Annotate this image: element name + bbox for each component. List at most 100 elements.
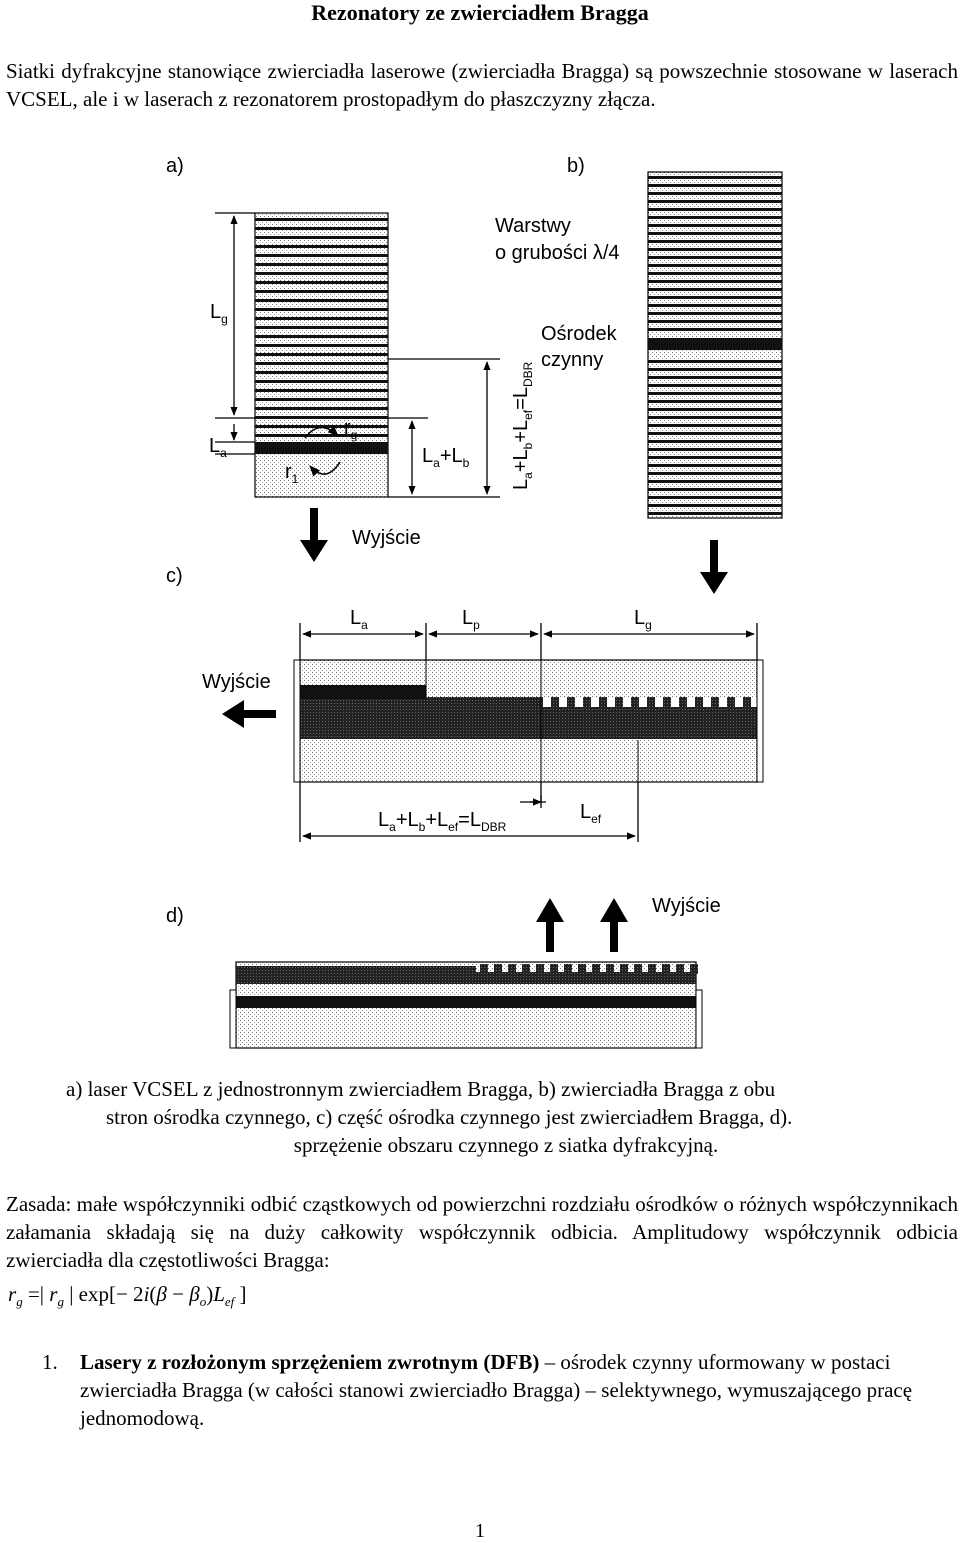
grating-tooth: [719, 697, 727, 707]
dimension-la-lb: [388, 358, 500, 498]
dbr-layer: [648, 408, 782, 411]
reflection-arrow-rg: [304, 425, 339, 439]
dbr-layer: [648, 504, 782, 507]
dbr-layer: [648, 376, 782, 379]
grating-tooth: [687, 697, 695, 707]
output-arrow-a: [300, 508, 328, 562]
grating-tooth: [690, 964, 698, 974]
dbr-layer: [255, 362, 388, 365]
waveguide-c: [293, 659, 764, 783]
list-item-dfb: 1. Lasery z rozłożonym sprzężeniem zwrot…: [42, 1348, 960, 1432]
dbr-layer: [648, 384, 782, 387]
grating-tooth: [639, 697, 647, 707]
page-title: Rezonatory ze zwierciadłem Bragga: [311, 0, 649, 25]
label-c-ldbr: La+Lb+Lef=LDBR: [378, 809, 507, 834]
dbr-layer: [255, 371, 388, 374]
list-item-text: – ośrodek czynny uformowany w postaci zw…: [80, 1350, 913, 1430]
figure-caption: a) laser VCSEL z jednostronnym zwierciad…: [66, 1075, 946, 1159]
reflection-arrow-r1: [309, 461, 341, 477]
dimension-lg: [215, 212, 255, 455]
dbr-layer: [255, 416, 388, 419]
dbr-layer: [255, 218, 388, 221]
bragg-figure: a) b) c) d) Lg La rg r1 La+Lb La+Lb+Lef=…: [166, 155, 783, 1049]
list-item-heading: Lasery z rozłożonym sprzężeniem zwrotnym…: [80, 1350, 540, 1374]
grating-tooth: [578, 964, 586, 974]
layers-label-2: o grubości λ/4: [495, 242, 620, 264]
grating-tooth: [559, 697, 567, 707]
grating-tooth: [536, 964, 544, 974]
output-arrow-d2: [600, 898, 628, 952]
dbr-layer: [255, 299, 388, 302]
dbr-layer: [648, 416, 782, 419]
vcsel-stack: [254, 212, 389, 498]
label-r1: r1: [285, 461, 299, 486]
dbr-layer: [648, 232, 782, 235]
grating-tooth: [735, 697, 743, 707]
double-dbr-stack: [647, 171, 783, 519]
panel-a-label: a): [166, 155, 184, 177]
dbr-layer: [255, 353, 388, 356]
label-c-lef: Lef: [580, 801, 602, 826]
dbr-layer: [648, 176, 782, 179]
dbr-layer: [648, 496, 782, 499]
dbr-layer: [648, 360, 782, 363]
grating-base: [476, 972, 696, 984]
grating-tooth: [648, 964, 656, 974]
grating-tooth: [607, 697, 615, 707]
list-item-number: 1.: [42, 1350, 58, 1374]
dbr-layer: [648, 296, 782, 299]
dbr-layer: [255, 281, 388, 284]
dbr-layer: [648, 272, 782, 275]
grating-tooth: [676, 964, 684, 974]
dbr-layer: [648, 224, 782, 227]
dbr-layer: [255, 344, 388, 347]
grating-tooth: [543, 697, 551, 707]
grating-tooth: [620, 964, 628, 974]
dbr-layer: [255, 263, 388, 266]
dbr-layer: [648, 512, 782, 515]
dbr-layer: [255, 434, 388, 437]
grating-tooth: [606, 964, 614, 974]
grating-tooth: [494, 964, 502, 974]
dbr-layer: [255, 398, 388, 401]
panel-c-label: c): [166, 565, 183, 587]
output-arrow-d1: [536, 898, 564, 952]
principle-paragraph: Zasada: małe współczynniki odbić cząstko…: [6, 1192, 958, 1272]
dbr-layer: [648, 192, 782, 195]
dbr-layer: [648, 216, 782, 219]
dbr-layer: [648, 240, 782, 243]
active-layer-a: [255, 442, 388, 454]
grating-tooth: [655, 697, 663, 707]
dbr-layer: [255, 272, 388, 275]
dbr-layer: [648, 424, 782, 427]
active-medium-label-2: czynny: [541, 349, 603, 371]
label-la-plus-lb: La+Lb: [422, 445, 470, 470]
dbr-layer: [648, 480, 782, 483]
output-arrow-c: [222, 700, 276, 728]
grating-tooth: [703, 697, 711, 707]
dbr-layer: [648, 488, 782, 491]
grating-tooth: [508, 964, 516, 974]
dbr-layer: [648, 400, 782, 403]
panel-b-label: b): [567, 155, 585, 177]
grating-tooth: [751, 697, 759, 707]
panel-d-label: d): [166, 905, 184, 927]
output-arrow-b: [700, 540, 728, 594]
label-c-lp: Lp: [462, 607, 480, 632]
dbr-layer: [648, 456, 782, 459]
page-number: 1: [475, 1520, 485, 1542]
dbr-layer: [648, 248, 782, 251]
dbr-layer: [255, 236, 388, 239]
grating-tooth: [522, 964, 530, 974]
dbr-layer: [255, 380, 388, 383]
layers-label-1: Warstwy: [495, 215, 571, 237]
dbr-layer: [648, 392, 782, 395]
intro-paragraph: Siatki dyfrakcyjne stanowiące zwierciadł…: [6, 59, 958, 111]
dbr-layer: [648, 200, 782, 203]
dbr-layer: [648, 184, 782, 187]
dbr-layer: [648, 464, 782, 467]
active-layer-b: [648, 338, 782, 350]
grating-tooth: [662, 964, 670, 974]
label-la: La: [209, 435, 227, 460]
dbr-layer: [255, 308, 388, 311]
